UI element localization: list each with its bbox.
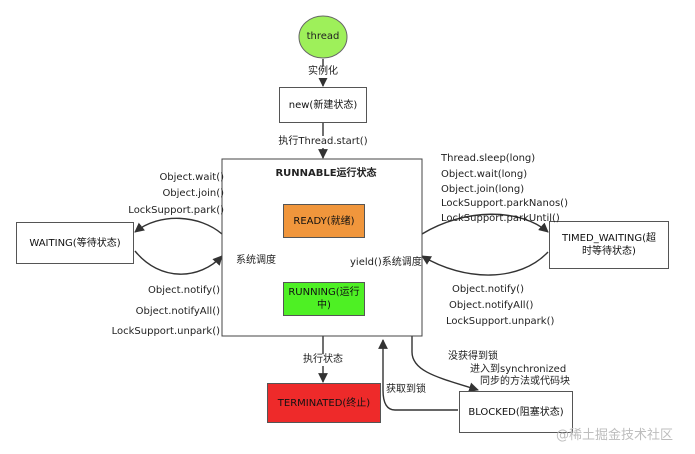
from-waiting-label-1: Object.notify() <box>148 285 220 296</box>
timed-waiting-state-box: TIMED_WAITING(超时等待状态) <box>549 221 669 269</box>
to-waiting-label-3: LockSupport.park() <box>128 205 224 216</box>
from-timed-label-1: Object.notify() <box>452 284 524 295</box>
to-waiting-label-2: Object.join() <box>162 188 224 199</box>
instantiate-label: 实例化 <box>306 66 340 78</box>
yield-label: yield()系统调度 <box>350 257 422 268</box>
schedule-label: 系统调度 <box>236 255 276 266</box>
enter-sync-label-1: 进入到synchronized <box>470 364 567 375</box>
edge-from-timed <box>421 251 549 276</box>
ready-state-box: READY(就绪) <box>283 204 365 238</box>
edge-acquire-lock <box>378 339 458 411</box>
to-waiting-label-1: Object.wait() <box>159 172 224 183</box>
edge-no-lock <box>411 336 479 393</box>
to-timed-label-2: Object.wait(long) <box>441 169 528 180</box>
thread-node-label: thread <box>306 31 340 42</box>
to-timed-label-1: Thread.sleep(long) <box>441 153 536 164</box>
exec-state-label: 执行状态 <box>301 354 345 366</box>
no-lock-label: 没获得到锁 <box>448 351 498 362</box>
edge-to-timed <box>421 213 549 235</box>
running-state-box: RUNNING(运行中) <box>283 282 365 316</box>
from-timed-label-2: Object.notifyAll() <box>449 300 534 311</box>
from-waiting-label-2: Object.notifyAll() <box>135 306 220 317</box>
new-state-box: new(新建状态) <box>279 87 367 123</box>
enter-sync-label-2: 同步的方法或代码块 <box>480 376 570 387</box>
runnable-title: RUNNABLE运行状态 <box>275 168 377 179</box>
edge-to-waiting <box>134 217 223 235</box>
to-timed-label-4: LockSupport.parkNanos() <box>441 198 568 209</box>
edge-from-waiting <box>134 250 223 275</box>
watermark: @稀土掘金技术社区 <box>556 428 674 443</box>
from-timed-label-3: LockSupport.unpark() <box>446 316 555 327</box>
to-timed-label-3: Object.join(long) <box>441 184 525 195</box>
waiting-state-box: WAITING(等待状态) <box>16 222 134 264</box>
start-label: 执行Thread.start() <box>276 136 370 148</box>
from-waiting-label-3: LockSupport.unpark() <box>111 326 220 337</box>
blocked-state-box: BLOCKED(阻塞状态) <box>459 391 573 433</box>
thread-node-shape <box>298 15 348 59</box>
to-timed-label-5: LockSupport.parkUntil() <box>441 213 560 224</box>
acquire-lock-label: 获取到锁 <box>386 384 426 395</box>
terminated-state-box: TERMINATED(终止) <box>267 383 381 423</box>
